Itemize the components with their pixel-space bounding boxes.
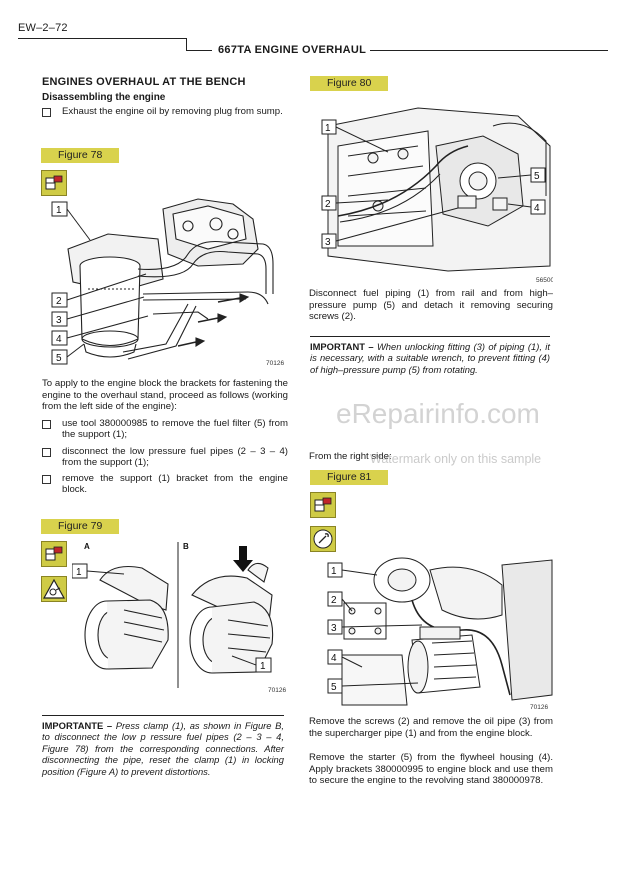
panel-a-label: A [84,542,90,551]
callout-a-1: 1 [76,567,82,578]
disassembly-icon-2 [41,541,67,567]
callout-b-1: 1 [260,661,266,672]
callout-81-1: 1 [331,566,337,577]
list-item-bracket: remove the support (1) bracket from the … [42,473,288,496]
callout-81-2: 2 [331,595,337,606]
callout-80-4: 4 [534,203,540,214]
intro-paragraph: To apply to the engine block the bracket… [42,378,288,413]
callout-2: 2 [56,296,62,307]
callout-81-4: 4 [331,653,337,664]
list-item-oil: Exhaust the engine oil by removing plug … [42,106,288,117]
callout-81-3: 3 [331,623,337,634]
figure-78-code: 70126 [266,360,284,367]
watermark-brand: eRepairinfo.com [336,398,540,429]
subsection-title: Disassembling the engine [42,92,166,103]
header-rule-right [370,50,608,51]
callout-81-5: 5 [331,682,337,693]
important-note-fitting: IMPORTANT – When unlocking fitting (3) o… [310,336,550,375]
callout-80-5: 5 [534,171,540,182]
bullet-box-icon [42,108,51,117]
callout-3: 3 [56,315,62,326]
figure-79-illustration: A B 1 1 70126 [72,542,286,694]
figure-78-illustration: 1 2 3 4 5 70126 [51,198,284,367]
figure-81-label: Figure 81 [310,470,388,485]
bullet-box-icon [42,448,51,457]
figure-80-illustration: 1 2 3 5 4 56500 [321,107,553,284]
callout-80-3: 3 [325,237,331,248]
caution-triangle-icon [41,576,67,602]
right-side-heading: From the right side: [309,451,392,462]
callout-1: 1 [56,205,62,216]
figure-81-illustration: 1 2 3 4 5 70126 [327,557,553,711]
paragraph-fig81-starter: Remove the starter (5) from the flywheel… [309,752,553,787]
header-rule-joint [186,38,187,50]
disassembly-icon [41,170,67,196]
page-number: EW–2–72 [18,22,68,34]
figure-78-label: Figure 78 [41,148,119,163]
paragraph-fig80: Disconnect fuel piping (1) from rail and… [309,288,553,323]
disassembly-icon-3 [310,492,336,518]
panel-b-label: B [183,542,189,551]
section-title: ENGINES OVERHAUL AT THE BENCH [42,76,246,88]
tool-wrench-icon [310,526,336,552]
list-item-pipes: disconnect the low pressure fuel pipes (… [42,446,288,469]
important-note-clamp: IMPORTANTE – Press clamp (1), as shown i… [42,715,284,777]
figure-80-code: 56500 [536,277,553,284]
figure-79-code: 70126 [268,687,286,694]
figure-79-label: Figure 79 [41,519,119,534]
callout-4: 4 [56,334,62,345]
document-title: 667TA ENGINE OVERHAUL [214,44,371,56]
figure-80-label: Figure 80 [310,76,388,91]
bullet-box-icon [42,420,51,429]
header-rule-step [186,50,212,51]
figure-81-code: 70126 [530,704,548,711]
callout-5: 5 [56,353,62,364]
bullet-box-icon [42,475,51,484]
callout-80-1: 1 [325,123,331,134]
paragraph-fig81-screws: Remove the screws (2) and remove the oil… [309,716,553,739]
list-item-tool: use tool 380000985 to remove the fuel fi… [42,418,288,441]
watermark-note: Watermark only on this sample [370,452,542,466]
header-rule-top [18,38,186,39]
callout-80-2: 2 [325,199,331,210]
